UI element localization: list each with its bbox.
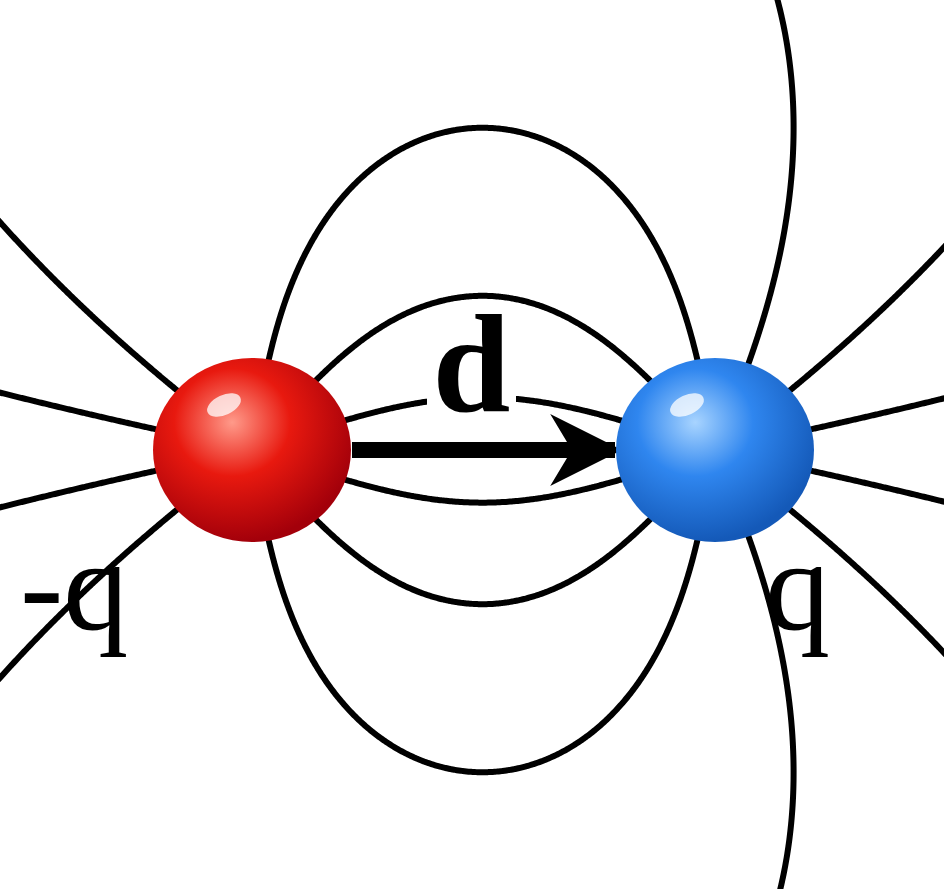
ball-body — [153, 358, 351, 542]
charge-label: q — [765, 520, 830, 650]
ball-shape — [152, 357, 352, 543]
ball-highlight — [203, 388, 244, 421]
charge-ball: -q — [152, 357, 352, 543]
charge-ball: q — [615, 357, 815, 543]
ball-body — [616, 358, 814, 542]
ball-highlight — [666, 388, 707, 421]
dipole-symbol: d — [427, 308, 517, 420]
ball-shape — [615, 357, 815, 543]
dipole-arrow — [352, 442, 615, 458]
charge-label: -q — [20, 520, 128, 650]
